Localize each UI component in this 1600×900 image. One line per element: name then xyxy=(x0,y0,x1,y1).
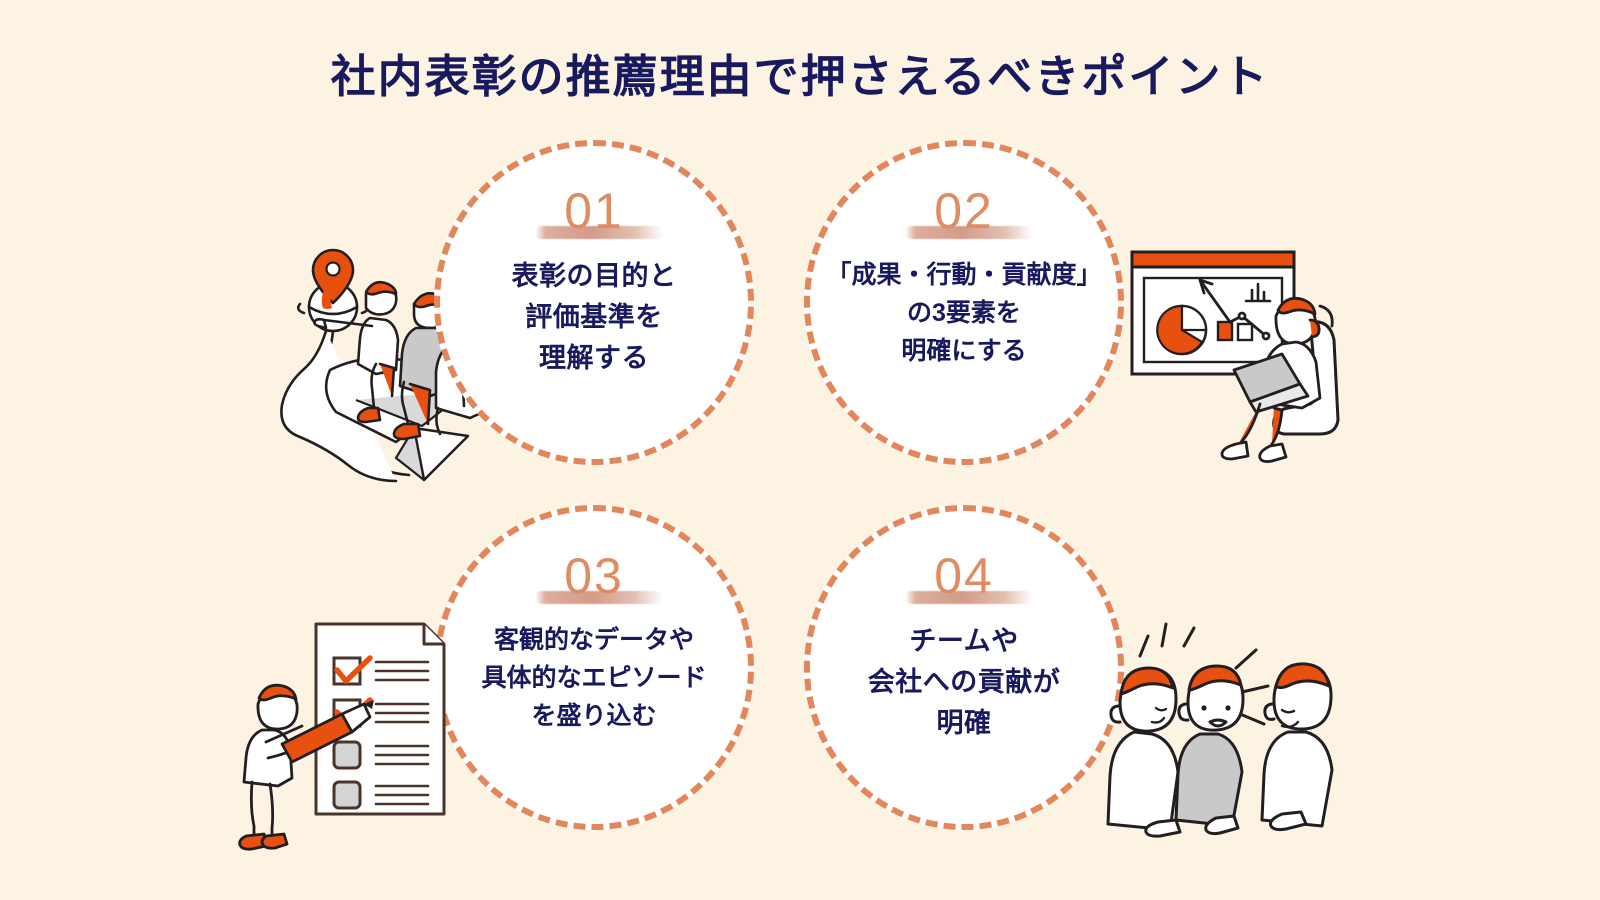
presentation-board xyxy=(1130,250,1296,376)
point-card-02[interactable]: 02 「成果・行動・貢献度」 の3要素を 明確にする xyxy=(804,140,1124,465)
point-text-line: 表彰の目的と xyxy=(511,261,677,291)
map-pin-icon xyxy=(311,248,355,305)
point-text-line: 理解する xyxy=(539,343,649,374)
brush-underline-01 xyxy=(535,226,664,239)
pie-chart-icon xyxy=(1156,304,1208,356)
point-text-line: 明確 xyxy=(936,708,992,739)
point-text-line: の3要素を xyxy=(907,299,1021,327)
brush-underline-04 xyxy=(905,591,1034,604)
point-number-03: 03 xyxy=(564,548,624,604)
point-card-01[interactable]: 01 表彰の目的と 評価基準を 理解する xyxy=(434,140,754,465)
brush-underline-03 xyxy=(535,591,664,604)
point-number-wrap-02: 02 xyxy=(905,182,1034,240)
point-text-line: を盛り込む xyxy=(531,702,657,730)
point-card-04[interactable]: 04 チームや 会社への貢献が 明確 xyxy=(804,505,1124,830)
point-number-01: 01 xyxy=(564,183,624,239)
brush-underline-02 xyxy=(905,226,1034,239)
illustration-team-cheering xyxy=(1096,616,1366,838)
page-title: 社内表彰の推薦理由で押さえるべきポイント xyxy=(330,51,1270,102)
illustration-charts-presentation xyxy=(1124,244,1364,463)
point-card-03[interactable]: 03 客観的なデータや 具体的なエピソード を盛り込む xyxy=(434,505,754,830)
point-number-wrap-04: 04 xyxy=(905,547,1034,605)
point-text-01: 表彰の目的と 評価基準を 理解する xyxy=(512,256,677,379)
pencil-icon xyxy=(280,700,374,764)
point-number-04: 04 xyxy=(934,548,994,604)
point-text-line: 具体的なエピソード xyxy=(481,664,707,692)
point-text-line: チームや xyxy=(909,626,1019,656)
point-text-line: 「成果・行動・貢献度」 xyxy=(826,261,1102,289)
point-text-02: 「成果・行動・貢献度」 の3要素を 明確にする xyxy=(826,256,1101,370)
point-text-04: チームや 会社への貢献が 明確 xyxy=(868,621,1061,744)
point-text-line: 会社への貢献が xyxy=(867,667,1061,698)
point-text-line: 評価基準を xyxy=(525,302,663,333)
point-number-wrap-03: 03 xyxy=(535,547,664,605)
illustration-checklist-pencil xyxy=(238,606,453,851)
point-text-03: 客観的なデータや 具体的なエピソード を盛り込む xyxy=(481,621,706,735)
point-number-wrap-01: 01 xyxy=(535,182,664,240)
bar-chart-icon xyxy=(1216,320,1254,342)
point-text-line: 客観的なデータや xyxy=(493,626,694,654)
point-text-line: 明確にする xyxy=(901,337,1027,365)
point-number-02: 02 xyxy=(934,183,994,239)
